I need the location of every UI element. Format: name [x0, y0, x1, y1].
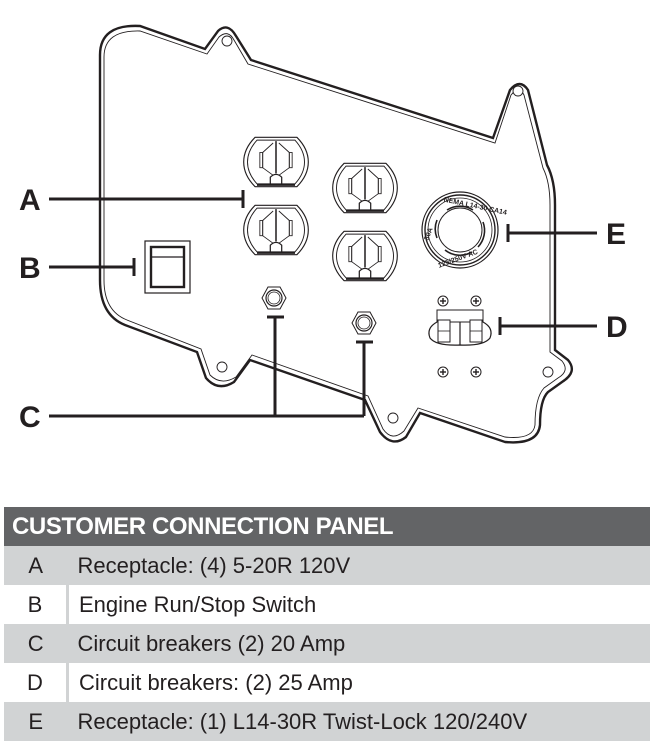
circuit-breaker-25a-icon	[428, 309, 492, 346]
duplex-outlet-icon	[242, 136, 310, 188]
row-key: A	[4, 546, 68, 585]
row-key: C	[4, 624, 68, 663]
twist-lock-marking-left: 30A	[424, 227, 435, 241]
duplex-outlet-icon	[331, 230, 399, 282]
duplex-outlet-icon	[242, 204, 310, 256]
table-row: C Circuit breakers (2) 20 Amp	[4, 624, 650, 663]
screw-icon	[437, 295, 449, 307]
circuit-breaker-20a-icon	[351, 311, 377, 335]
table-row: D Circuit breakers: (2) 25 Amp	[4, 663, 650, 702]
row-description: Receptacle: (4) 5-20R 120V	[67, 546, 650, 585]
panel-diagram: NEMA L14-30 CA14 30A 125/250V AC	[19, 24, 628, 444]
leader-line-c	[49, 315, 373, 418]
callout-label-e: E	[606, 218, 626, 251]
panel-outline	[98, 24, 574, 444]
callout-label-c: C	[19, 401, 41, 434]
leader-line-d	[498, 317, 597, 335]
leader-line-b	[49, 258, 136, 276]
duplex-outlet-icon	[331, 162, 399, 214]
callout-label-a: A	[19, 184, 41, 217]
run-stop-switch-icon	[144, 240, 191, 294]
legend-table: CUSTOMER CONNECTION PANEL A Receptacle: …	[4, 507, 650, 741]
row-description: Engine Run/Stop Switch	[67, 585, 650, 624]
row-key: B	[4, 585, 69, 624]
twist-lock-receptacle-icon: NEMA L14-30 CA14 30A 125/250V AC	[421, 191, 507, 270]
row-description: Circuit breakers (2) 20 Amp	[67, 624, 650, 663]
circuit-breaker-20a-icon	[261, 286, 287, 310]
leader-line-e	[506, 224, 597, 242]
legend-header: CUSTOMER CONNECTION PANEL	[4, 507, 650, 546]
table-row: B Engine Run/Stop Switch	[4, 585, 650, 624]
row-description: Receptacle: (1) L14-30R Twist-Lock 120/2…	[67, 702, 650, 741]
leader-line-a	[49, 190, 245, 208]
row-description: Circuit breakers: (2) 25 Amp	[67, 663, 650, 702]
screw-icon	[437, 366, 449, 378]
callout-label-b: B	[19, 252, 41, 285]
callout-label-d: D	[606, 311, 628, 344]
screw-icon	[470, 295, 482, 307]
table-row: E Receptacle: (1) L14-30R Twist-Lock 120…	[4, 702, 650, 741]
screw-icon	[470, 366, 482, 378]
row-key: D	[4, 663, 69, 702]
row-key: E	[4, 702, 68, 741]
table-row: A Receptacle: (4) 5-20R 120V	[4, 546, 650, 585]
legend-header-row: CUSTOMER CONNECTION PANEL	[4, 507, 650, 546]
